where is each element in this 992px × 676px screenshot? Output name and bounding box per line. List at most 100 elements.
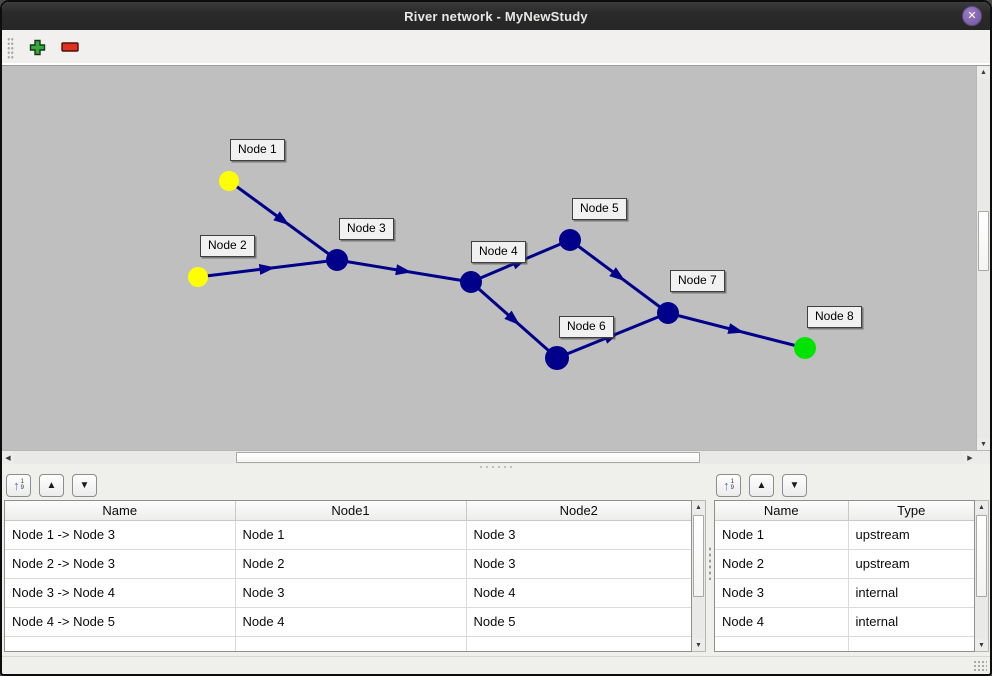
nodes-vscroll-thumb[interactable] (976, 515, 987, 597)
table-cell[interactable]: Node 1 (234, 520, 467, 550)
canvas-vscroll-thumb[interactable] (978, 211, 989, 271)
scroll-up-icon[interactable]: ▲ (692, 501, 705, 513)
scroll-right-icon[interactable]: ▶ (964, 451, 976, 464)
move-up-button[interactable]: ▲ (749, 473, 774, 497)
move-up-button[interactable]: ▲ (39, 473, 64, 497)
scroll-up-icon[interactable]: ▲ (977, 66, 990, 78)
river-node[interactable] (326, 249, 348, 271)
scroll-down-icon[interactable]: ▼ (975, 639, 988, 651)
toolbar-drag-handle-icon[interactable] (7, 36, 14, 59)
table-cell[interactable]: Node 3 (465, 549, 691, 579)
column-header[interactable]: Name (5, 501, 236, 521)
remove-button[interactable] (57, 35, 83, 61)
table-cell[interactable] (465, 636, 691, 651)
table-cell[interactable]: upstream (847, 549, 974, 579)
scroll-down-icon[interactable]: ▼ (692, 639, 705, 651)
table-cell[interactable]: Node 5 (465, 607, 691, 637)
column-header[interactable]: Name (715, 501, 849, 521)
scroll-left-icon[interactable]: ◀ (2, 451, 14, 464)
node-label[interactable]: Node 8 (807, 306, 862, 328)
node-label[interactable]: Node 6 (559, 316, 614, 338)
resize-grip-icon[interactable] (973, 660, 987, 672)
table-cell[interactable]: Node 4 (465, 578, 691, 608)
table-cell[interactable] (847, 636, 974, 651)
table-cell[interactable]: internal (847, 578, 974, 608)
panel-splitter[interactable] (2, 464, 990, 470)
table-cell[interactable]: Node 3 -> Node 4 (5, 578, 236, 608)
node-label[interactable]: Node 2 (200, 235, 255, 257)
table-cell[interactable]: Node 1 -> Node 3 (5, 520, 236, 550)
node-label[interactable]: Node 3 (339, 218, 394, 240)
canvas-hscroll-track[interactable] (14, 451, 964, 464)
node-label[interactable]: Node 7 (670, 270, 725, 292)
move-down-button[interactable]: ▼ (72, 473, 97, 497)
link-arrow-icon (504, 310, 520, 326)
column-header[interactable]: Node1 (234, 501, 467, 521)
river-node[interactable] (657, 302, 679, 324)
down-triangle-icon: ▼ (789, 479, 800, 491)
table-cell[interactable]: internal (847, 607, 974, 637)
river-node[interactable] (559, 229, 581, 251)
canvas-hscroll-thumb[interactable] (236, 452, 700, 463)
table-cell[interactable] (715, 636, 849, 651)
river-node[interactable] (460, 271, 482, 293)
table-cell[interactable]: Node 3 (465, 520, 691, 550)
river-node[interactable] (545, 346, 569, 370)
canvas-vscroll-track[interactable] (977, 78, 990, 438)
links-vscroll-track[interactable] (692, 513, 705, 639)
network-canvas[interactable]: Node 1 Node 2 Node 3 Node 4 Node 5 Node 6 Node… (2, 66, 976, 450)
add-button[interactable] (24, 35, 50, 61)
column-header[interactable]: Type (847, 501, 974, 521)
scroll-up-icon[interactable]: ▲ (975, 501, 988, 513)
table-row[interactable] (5, 636, 691, 651)
node-label[interactable]: Node 5 (572, 198, 627, 220)
nodes-vscrollbar[interactable]: ▲ ▼ (975, 500, 989, 652)
table-cell[interactable]: Node 3 (234, 578, 467, 608)
titlebar[interactable]: River network - MyNewStudy ✕ (2, 2, 990, 30)
table-cell[interactable]: Node 1 (715, 520, 849, 550)
window-title: River network - MyNewStudy (404, 8, 588, 24)
node-label[interactable]: Node 4 (471, 241, 526, 263)
canvas-vscrollbar[interactable]: ▲ ▼ (976, 66, 990, 450)
table-cell[interactable] (5, 636, 236, 651)
link-arrow-icon (609, 267, 626, 282)
table-cell[interactable]: upstream (847, 520, 974, 550)
close-button[interactable]: ✕ (962, 6, 982, 26)
river-node[interactable] (219, 171, 239, 191)
table-cell[interactable]: Node 2 -> Node 3 (5, 549, 236, 579)
table-cell[interactable]: Node 4 (715, 607, 849, 637)
canvas-hscrollbar[interactable]: ◀ ▶ (2, 450, 976, 464)
network-svg (188, 171, 816, 370)
table-row[interactable] (715, 636, 974, 651)
table-cell[interactable] (234, 636, 467, 651)
scroll-down-icon[interactable]: ▼ (977, 438, 990, 450)
table-cell[interactable]: Node 2 (234, 549, 467, 579)
table-cell[interactable]: Node 2 (715, 549, 849, 579)
column-header[interactable]: Node2 (465, 501, 691, 521)
river-node[interactable] (188, 267, 208, 287)
links-vscroll-thumb[interactable] (693, 515, 704, 597)
table-cell[interactable]: Node 3 (715, 578, 849, 608)
links-vscrollbar[interactable]: ▲ ▼ (692, 500, 706, 652)
move-down-button[interactable]: ▼ (782, 473, 807, 497)
nodes-vscroll-track[interactable] (975, 513, 988, 639)
node-label[interactable]: Node 1 (230, 139, 285, 161)
table-cell[interactable]: Node 4 -> Node 5 (5, 607, 236, 637)
table-cell[interactable]: Node 4 (234, 607, 467, 637)
panels-splitter[interactable] (707, 470, 712, 656)
river-node[interactable] (794, 337, 816, 359)
